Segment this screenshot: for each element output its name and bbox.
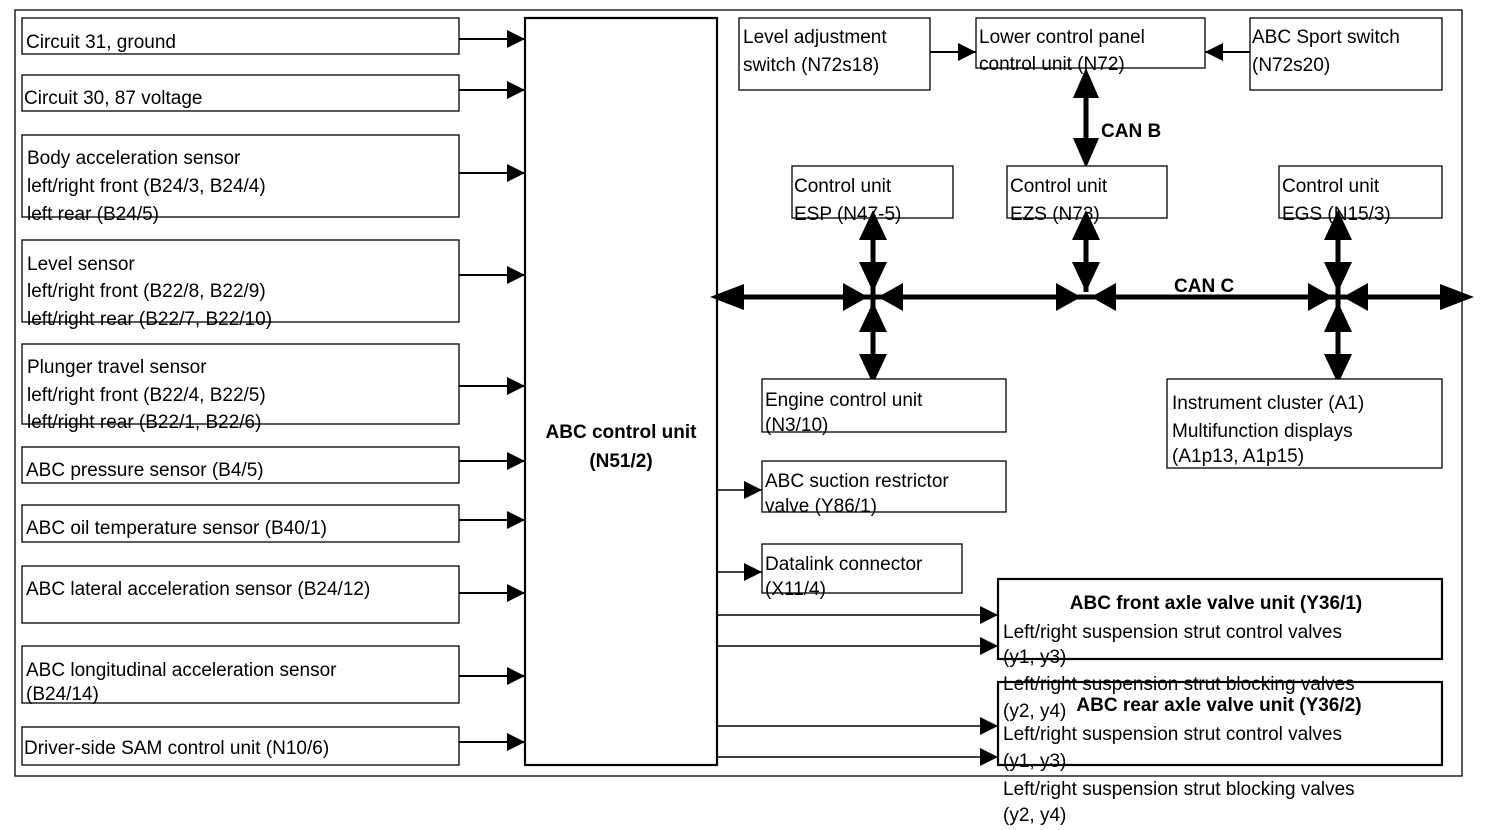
- engine-control-unit-label: Engine control unit: [765, 390, 923, 411]
- level-adjustment-switch-label: switch (N72s18): [743, 55, 879, 76]
- input-label: left/right front (B22/8, B22/9): [27, 281, 266, 302]
- cluster-arrowhead: [1324, 354, 1352, 384]
- can-b-arrowhead-up: [1073, 68, 1099, 98]
- level-adjustment-switch-label: Level adjustment: [743, 27, 887, 48]
- input-label: ABC lateral acceleration sensor (B24/12): [26, 579, 370, 600]
- control-unit-ezs-box: [1006, 165, 1168, 219]
- input-label: Body acceleration sensor: [27, 148, 241, 169]
- abc-control-unit-label: ABC control unit: [546, 422, 698, 443]
- suction-restrictor-valve-label: valve (Y86/1): [765, 496, 877, 517]
- input-box-lateral-acceleration: [21, 565, 460, 624]
- control-unit-ezs-label: EZS (N73): [1010, 204, 1100, 225]
- front-axle-valve-text: Left/right suspension strut blocking val…: [1003, 674, 1355, 695]
- rear-axle-valve-text: (y2, y4): [1003, 805, 1066, 826]
- junction-arrowhead: [1343, 283, 1368, 311]
- front-axle-valve-text: Left/right suspension strut control valv…: [1003, 622, 1342, 643]
- rear-axle-valve-unit-box: [996, 680, 1444, 767]
- junction-arrowhead: [878, 283, 903, 311]
- front-axle-valve-unit-box: [996, 577, 1444, 661]
- abc-control-unit-code: (N51/2): [589, 451, 652, 472]
- input-sensors: Circuit 31, ground Circuit 30, 87 voltag…: [21, 17, 460, 766]
- input-label: ABC longitudinal acceleration sensor: [26, 660, 337, 681]
- input-box-plunger-travel: [21, 343, 460, 425]
- input-box-circuit-31: [21, 17, 460, 55]
- instrument-cluster-label: (A1p13, A1p15): [1172, 446, 1304, 467]
- input-box-sam-control-unit: [21, 726, 460, 766]
- engine-arrowhead: [859, 354, 887, 384]
- ezs-arrowhead: [1072, 210, 1100, 240]
- front-axle-valve-unit-title: ABC front axle valve unit (Y36/1): [1070, 593, 1362, 614]
- rear-axle-valve-text: Left/right suspension strut control valv…: [1003, 724, 1342, 745]
- control-unit-esp-label: ESP (N47-5): [794, 204, 901, 225]
- input-box-pressure-sensor: [21, 446, 460, 484]
- input-box-longitudinal-acceleration: [21, 645, 460, 704]
- esp-arrowhead: [859, 210, 887, 240]
- input-label: Circuit 30, 87 voltage: [24, 88, 203, 109]
- rear-axle-valve-text: Left/right suspension strut blocking val…: [1003, 779, 1355, 800]
- can-c-arrowhead-right: [1440, 284, 1474, 310]
- input-label: Plunger travel sensor: [27, 357, 207, 378]
- abc-sport-switch-label: ABC Sport switch: [1252, 27, 1400, 48]
- instrument-cluster-box: [1166, 378, 1443, 469]
- control-unit-esp-box: [791, 165, 954, 219]
- egs-arrowhead: [1324, 210, 1352, 240]
- suction-restrictor-valve-label: ABC suction restrictor: [765, 471, 949, 492]
- input-box-circuit-30: [21, 74, 460, 112]
- can-c-arrowhead-left: [710, 284, 744, 310]
- control-unit-esp-label: Control unit: [794, 176, 892, 197]
- front-axle-valve-text: (y1, y3): [1003, 647, 1066, 668]
- rear-axle-valve-text: (y1, y3): [1003, 751, 1066, 772]
- outer-frame: [14, 9, 1463, 777]
- engine-control-unit-label: (N3/10): [765, 415, 828, 436]
- input-label: (B24/14): [26, 684, 99, 705]
- input-label: left rear (B24/5): [27, 204, 159, 225]
- input-arrows: [459, 30, 525, 751]
- input-label: left/right rear (B22/7, B22/10): [27, 309, 272, 330]
- engine-control-unit-box: [761, 378, 1007, 433]
- front-axle-valve-text: (y2, y4): [1003, 701, 1066, 722]
- junction-arrowhead: [1324, 302, 1352, 332]
- input-box-body-acceleration: [21, 134, 460, 218]
- can-c-bus-group: [710, 210, 1474, 384]
- junction-arrowhead: [1308, 283, 1333, 311]
- datalink-connector-label: Datalink connector: [765, 554, 923, 575]
- lower-control-panel-label: control unit (N72): [979, 54, 1125, 75]
- input-box-oil-temp-sensor: [21, 504, 460, 543]
- junction-arrowhead: [1056, 283, 1081, 311]
- suction-restrictor-valve-box: [761, 460, 1007, 513]
- abc-sport-switch-label: (N72s20): [1252, 55, 1330, 76]
- abc-control-unit-box: [523, 16, 719, 767]
- input-box-level-sensor: [21, 239, 460, 323]
- junction-arrowhead: [1072, 262, 1100, 292]
- input-label: Circuit 31, ground: [26, 32, 176, 53]
- junction-arrowhead: [859, 262, 887, 292]
- input-label: left/right front (B22/4, B22/5): [27, 385, 266, 406]
- input-label: Driver-side SAM control unit (N10/6): [24, 738, 329, 759]
- can-c-label: CAN C: [1174, 276, 1234, 297]
- instrument-cluster-label: Instrument cluster (A1): [1172, 393, 1364, 414]
- lower-control-panel-box: [975, 17, 1206, 69]
- lower-control-panel-label: Lower control panel: [979, 27, 1145, 48]
- datalink-connector-label: (X11/4): [765, 579, 826, 600]
- input-label: ABC pressure sensor (B4/5): [26, 460, 264, 481]
- can-b-arrowhead-down: [1073, 138, 1099, 168]
- control-unit-ezs-label: Control unit: [1010, 176, 1108, 197]
- input-label: Level sensor: [27, 254, 135, 275]
- input-label: left/right rear (B22/1, B22/6): [27, 412, 261, 433]
- level-adjustment-switch-box: [738, 17, 931, 91]
- datalink-connector-box: [761, 543, 963, 594]
- control-unit-egs-box: [1278, 165, 1443, 219]
- control-unit-egs-label: Control unit: [1282, 176, 1380, 197]
- can-b-label: CAN B: [1101, 121, 1161, 142]
- input-label: ABC oil temperature sensor (B40/1): [26, 518, 327, 539]
- junction-arrowhead: [1091, 283, 1116, 311]
- abc-sport-switch-box: [1249, 17, 1443, 91]
- junction-arrowhead: [859, 302, 887, 332]
- input-label: left/right front (B24/3, B24/4): [27, 176, 266, 197]
- junction-arrowhead: [843, 283, 868, 311]
- junction-arrowhead: [1324, 262, 1352, 292]
- rear-axle-valve-unit-title: ABC rear axle valve unit (Y36/2): [1076, 695, 1361, 716]
- instrument-cluster-label: Multifunction displays: [1172, 421, 1353, 442]
